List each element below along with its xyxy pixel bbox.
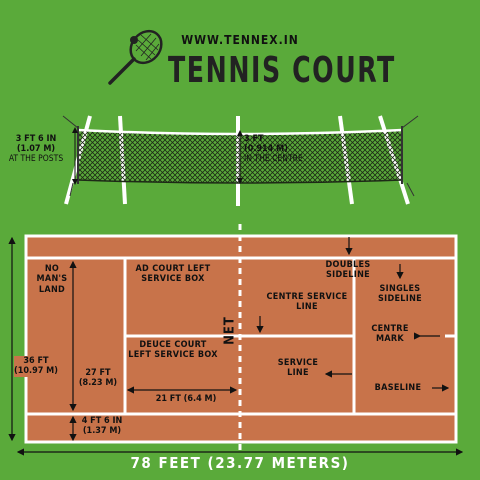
net-label: NET [222, 316, 238, 345]
net-post-note: AT THE POSTS [8, 153, 64, 164]
doubles-sideline-label: DOUBLES SIDELINE [325, 260, 371, 281]
site-url[interactable]: WWW.TENNEX.IN [181, 33, 299, 47]
court-width-ft: 36 FT [23, 356, 49, 366]
court-length-dim: 78 FEET (23.77 METERS) [130, 454, 350, 472]
no-mans-land-label: NO MAN'S LAND [36, 264, 68, 295]
net-centre-note: IN THE CENTRE [244, 153, 303, 164]
singles-width-ft: 27 FT [85, 368, 111, 378]
deuce-court-label: DEUCE COURT LEFT SERVICE BOX [128, 340, 218, 361]
net-post-height: 3 FT 6 IN (1.07 M) AT THE POSTS [0, 134, 72, 164]
baseline-label: BASELINE [374, 383, 422, 393]
page-title: TENNIS COURT [168, 50, 396, 91]
net-centre-height-ft: 3 FT [244, 134, 264, 144]
net-centre-height: 3 FT (0.914 M) IN THE CENTRE [244, 134, 303, 164]
court-top-view [24, 224, 458, 450]
court-width-m: (10.97 M) [14, 366, 58, 377]
court-width-dim: 36 FT (10.97 M) [14, 356, 58, 377]
net-centre-height-m: (0.914 M) [244, 144, 288, 155]
net-side-view [62, 115, 419, 206]
ad-court-label: AD COURT LEFT SERVICE BOX [135, 264, 211, 285]
net-post-height-m: (1.07 M) [16, 144, 56, 155]
alley-width-dim: 4 FT 6 IN (1.37 M) [80, 416, 124, 437]
alley-width-m: (1.37 M) [82, 426, 122, 437]
centre-service-line-label: CENTRE SERVICE LINE [266, 292, 348, 313]
alley-width-ft: 4 FT 6 IN [81, 416, 123, 426]
singles-width-m: (8.23 M) [78, 378, 118, 389]
singles-width-dim: 27 FT (8.23 M) [78, 368, 118, 389]
singles-sideline-label: SINGLES SIDELINE [378, 284, 422, 305]
dimension-arrows [8, 236, 464, 456]
centre-mark-label: CENTRE MARK [371, 324, 409, 345]
tennis-racket-icon [108, 29, 163, 85]
service-box-length-dim: 21 FT (6.4 M) [155, 394, 217, 404]
service-line-label: SERVICE LINE [277, 358, 319, 379]
net-post-height-ft: 3 FT 6 IN [15, 134, 57, 144]
